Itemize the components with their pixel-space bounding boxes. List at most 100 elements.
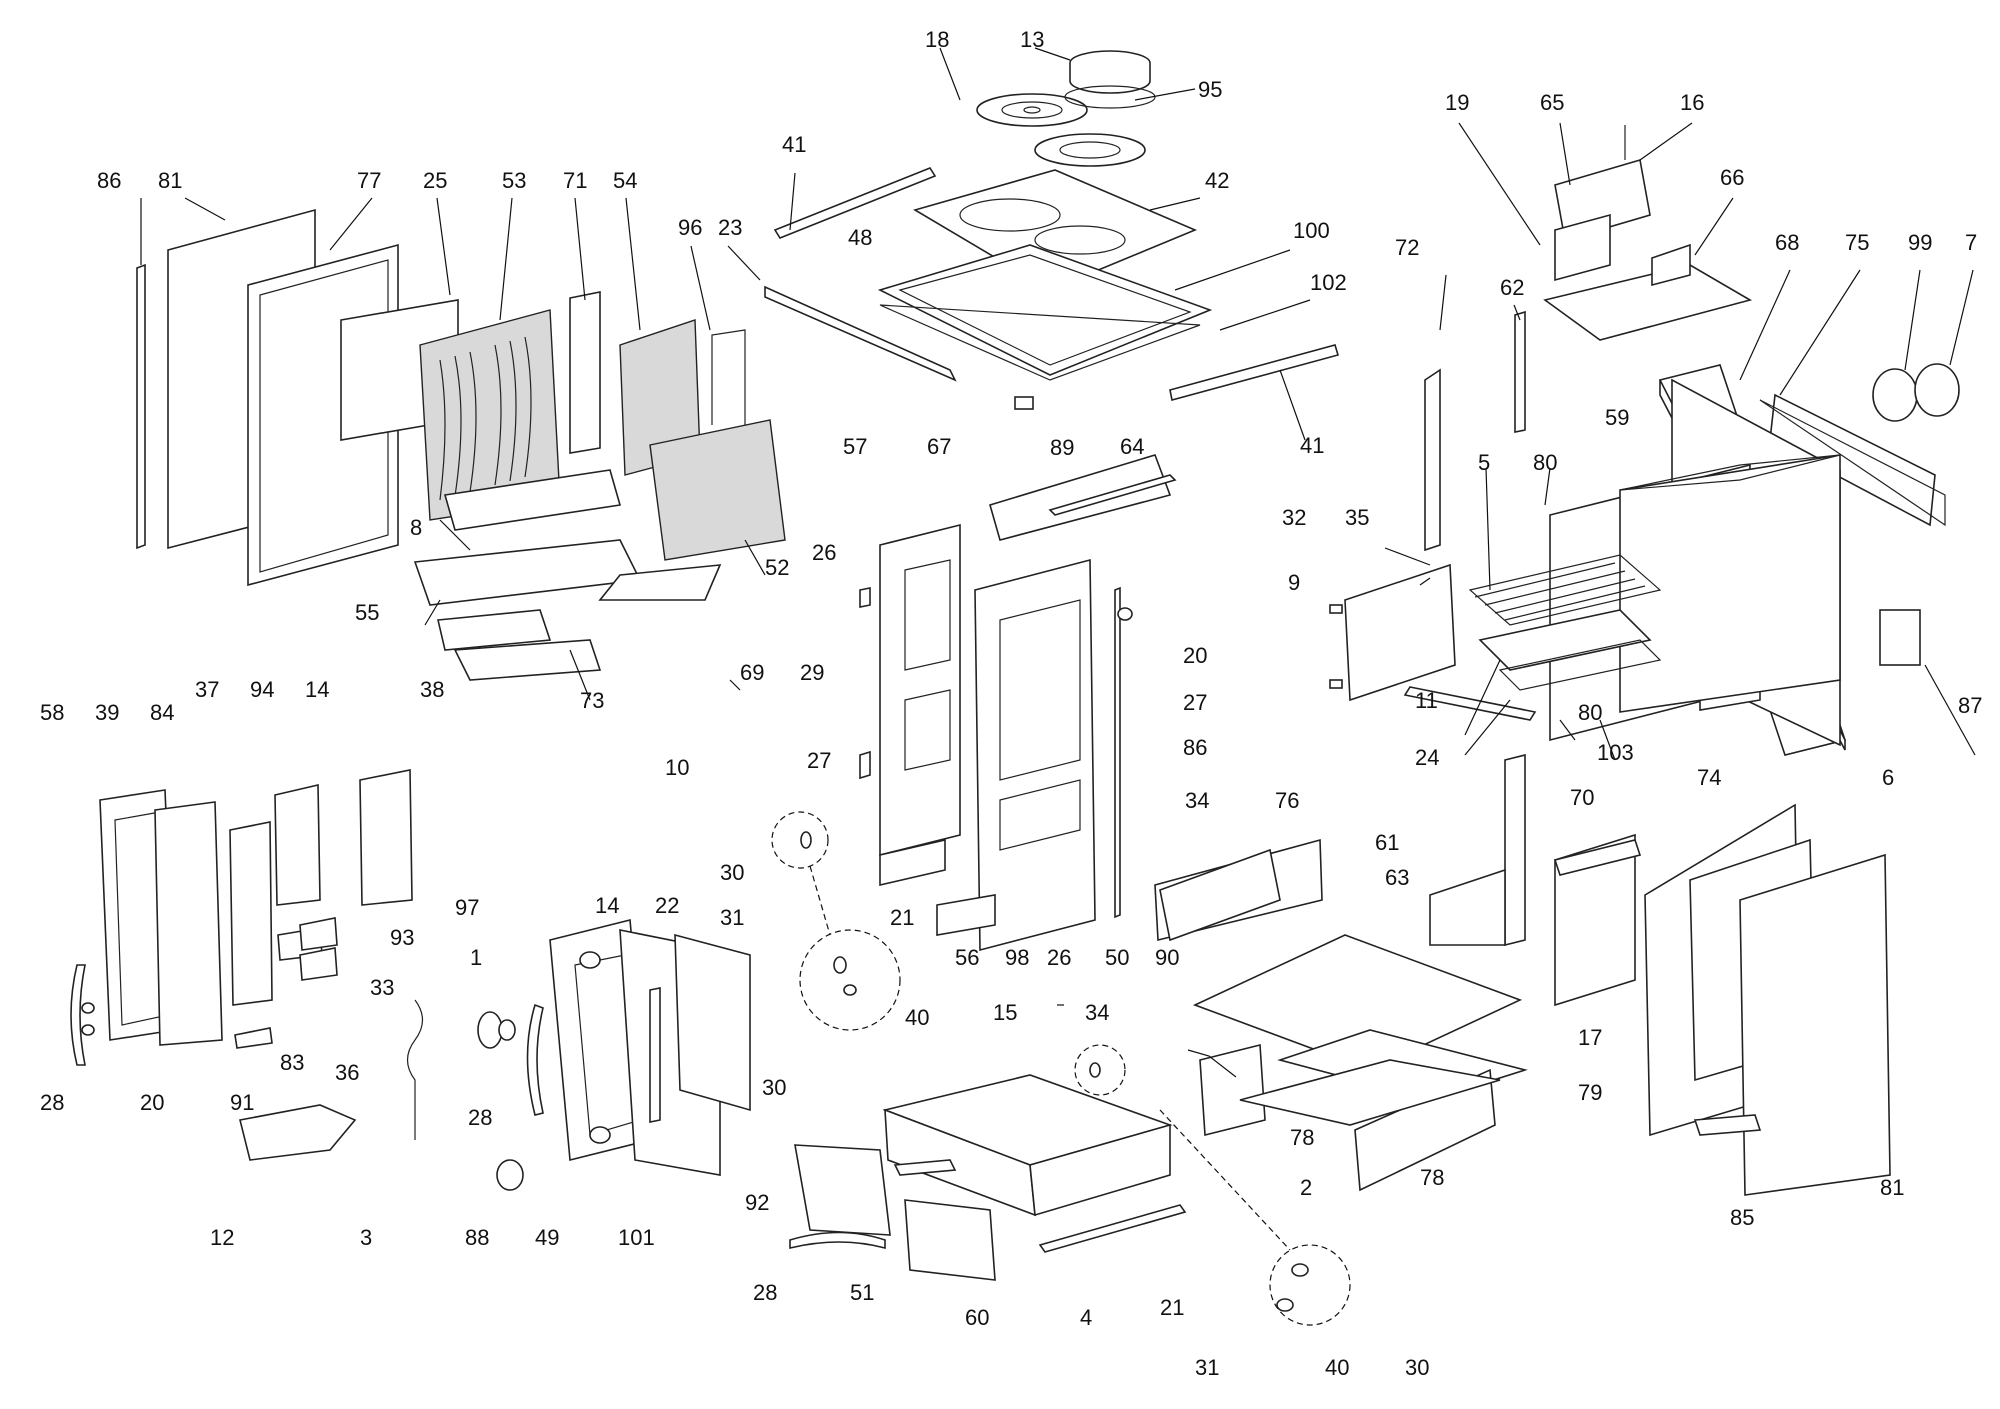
part-label-37: 37	[195, 677, 219, 702]
oven-assembly	[1329, 310, 1841, 1007]
part-label-78b: 78	[1420, 1165, 1444, 1190]
part-label-63: 63	[1385, 865, 1409, 890]
part-label-21: 21	[890, 905, 914, 930]
part-label-86: 86	[97, 168, 121, 193]
part-label-77: 77	[357, 168, 381, 193]
part-label-95: 95	[1198, 77, 1222, 102]
part-label-62: 62	[1500, 275, 1524, 300]
part-label-42: 42	[1205, 168, 1229, 193]
part-label-35: 35	[1345, 505, 1369, 530]
part-label-76: 76	[1275, 788, 1299, 813]
part-label-74: 74	[1697, 765, 1721, 790]
part-label-79: 79	[1578, 1080, 1602, 1105]
part-label-54: 54	[613, 168, 637, 193]
part-label-101: 101	[618, 1225, 655, 1250]
part-label-20b: 20	[140, 1090, 164, 1115]
part-label-6: 6	[1882, 765, 1894, 790]
part-label-66: 66	[1720, 165, 1744, 190]
part-label-80: 80	[1533, 450, 1557, 475]
part-label-7: 7	[1965, 230, 1977, 255]
part-label-67: 67	[927, 434, 951, 459]
part-label-19: 19	[1445, 90, 1469, 115]
part-label-30c: 30	[1405, 1355, 1429, 1380]
lower-left-door	[70, 769, 751, 1191]
lower-right-panels	[1159, 803, 1891, 1196]
part-label-31b: 31	[1195, 1355, 1219, 1380]
part-label-12: 12	[210, 1225, 234, 1250]
part-label-41: 41	[782, 132, 806, 157]
part-label-68: 68	[1775, 230, 1799, 255]
part-label-3: 3	[360, 1225, 372, 1250]
part-label-80b: 80	[1578, 700, 1602, 725]
part-label-10: 10	[665, 755, 689, 780]
part-label-21b: 21	[1160, 1295, 1184, 1320]
part-label-13: 13	[1020, 27, 1044, 52]
part-label-50: 50	[1105, 945, 1129, 970]
part-label-11: 11	[1415, 688, 1438, 713]
part-label-30: 30	[720, 860, 744, 885]
part-label-85: 85	[1730, 1205, 1754, 1230]
part-label-28b: 28	[468, 1105, 492, 1130]
part-label-20: 20	[1183, 643, 1207, 668]
part-label-103: 103	[1597, 740, 1634, 765]
part-label-84: 84	[150, 700, 174, 725]
part-label-55: 55	[355, 600, 379, 625]
part-label-8: 8	[410, 515, 422, 540]
part-label-73: 73	[580, 688, 604, 713]
part-label-75: 75	[1845, 230, 1869, 255]
part-label-41b: 41	[1300, 433, 1324, 458]
part-label-78: 78	[1290, 1125, 1314, 1150]
part-label-57: 57	[843, 434, 867, 459]
part-label-49: 49	[535, 1225, 559, 1250]
part-label-36: 36	[335, 1060, 359, 1085]
part-label-22: 22	[655, 893, 679, 918]
part-label-5: 5	[1478, 450, 1490, 475]
part-label-29: 29	[800, 660, 824, 685]
part-label-88: 88	[465, 1225, 489, 1250]
part-label-40b: 40	[1325, 1355, 1349, 1380]
part-label-26b: 26	[1047, 945, 1071, 970]
part-label-99: 99	[1908, 230, 1932, 255]
part-label-28: 28	[40, 1090, 64, 1115]
part-labels: 86 81 77 25 53 71 54 96 23 41 48 18 13 9…	[40, 27, 1982, 1380]
part-label-83: 83	[280, 1050, 304, 1075]
part-label-97: 97	[455, 895, 479, 920]
part-label-96: 96	[678, 215, 702, 240]
part-label-40: 40	[905, 1005, 929, 1030]
part-label-102: 102	[1310, 270, 1347, 295]
part-label-59: 59	[1605, 405, 1629, 430]
part-label-27: 27	[1183, 690, 1207, 715]
part-label-65: 65	[1540, 90, 1564, 115]
part-label-70: 70	[1570, 785, 1594, 810]
part-label-69: 69	[740, 660, 764, 685]
part-label-23: 23	[718, 215, 742, 240]
part-label-91: 91	[230, 1090, 254, 1115]
part-label-92: 92	[745, 1190, 769, 1215]
part-label-61: 61	[1375, 830, 1399, 855]
part-label-100: 100	[1293, 218, 1330, 243]
part-label-14b: 14	[595, 893, 619, 918]
part-label-39: 39	[95, 700, 119, 725]
part-label-56: 56	[955, 945, 979, 970]
part-label-34: 34	[1185, 788, 1209, 813]
part-label-94: 94	[250, 677, 274, 702]
part-label-27b: 27	[807, 748, 831, 773]
part-label-15: 15	[993, 1000, 1017, 1025]
part-label-30b: 30	[762, 1075, 786, 1100]
part-label-52: 52	[765, 555, 789, 580]
part-label-64: 64	[1120, 434, 1144, 459]
part-label-16: 16	[1680, 90, 1704, 115]
part-label-32: 32	[1282, 505, 1306, 530]
part-label-60: 60	[965, 1305, 989, 1330]
leader-lines	[140, 47, 1976, 761]
top-hob-assembly	[764, 50, 1340, 410]
part-label-34b: 34	[1085, 1000, 1109, 1025]
part-label-26: 26	[812, 540, 836, 565]
part-label-87: 87	[1958, 693, 1982, 718]
part-label-89: 89	[1050, 435, 1074, 460]
part-label-38: 38	[420, 677, 444, 702]
lower-drawer-assembly	[789, 1074, 1187, 1281]
part-label-58: 58	[40, 700, 64, 725]
part-label-53: 53	[502, 168, 526, 193]
